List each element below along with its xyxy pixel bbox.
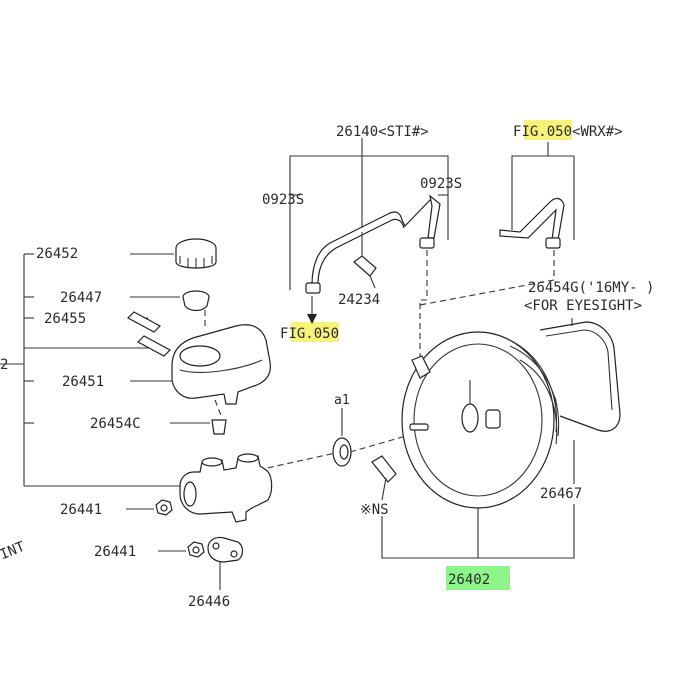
label-26451: 26451 xyxy=(62,374,104,390)
highlight-fig-top xyxy=(524,120,572,140)
bracket-26140 xyxy=(289,138,449,290)
label-26446: 26446 xyxy=(188,594,230,610)
label-26441-a: 26441 xyxy=(60,502,102,518)
label-0923s-right: 0923S xyxy=(420,176,462,192)
label-ns: ※NS xyxy=(360,502,389,518)
sensor-26455 xyxy=(127,311,171,357)
label-edge-left: 2 xyxy=(0,357,8,373)
bracket-26454g xyxy=(539,318,621,432)
dashed-guides xyxy=(204,250,555,471)
clip-24234 xyxy=(353,232,377,289)
label-a1: a1 xyxy=(334,393,350,408)
label-24234: 24234 xyxy=(338,292,380,308)
gasket-26446 xyxy=(207,536,244,590)
nut-26441-a xyxy=(126,499,173,516)
label-0923s-left: 0923S xyxy=(262,192,304,208)
master-cylinder xyxy=(179,453,273,523)
label-26454g-line2: <FOR EYESIGHT> xyxy=(524,298,642,314)
label-26467: 26467 xyxy=(540,486,582,502)
strainer-26447 xyxy=(182,290,210,312)
label-26140: 26140<STI#> xyxy=(336,124,429,140)
vacuum-hose-left xyxy=(305,194,441,294)
bracket-left xyxy=(0,253,210,487)
check-valve-ns xyxy=(371,455,397,501)
reservoir-tank-26451 xyxy=(171,324,271,405)
grommet-26454c xyxy=(211,419,227,435)
label-fig-top: FIG.050<WRX#> xyxy=(513,124,623,140)
seal-a1 xyxy=(332,408,352,467)
highlight-26402 xyxy=(446,566,510,590)
nut-26441-b xyxy=(158,541,205,558)
label-edge-bottom: INT xyxy=(0,539,28,564)
leader-lines-booster xyxy=(381,440,575,559)
label-26447: 26447 xyxy=(60,290,102,306)
label-26441-b: 26441 xyxy=(94,544,136,560)
highlight-fig-mid xyxy=(291,322,339,342)
reservoir-cap xyxy=(175,238,217,269)
label-26402: 26402 xyxy=(448,572,490,588)
label-26452: 26452 xyxy=(36,246,78,262)
vacuum-hose-right xyxy=(499,142,575,249)
label-26454g-line1: 26454G('16MY- ) xyxy=(528,280,654,296)
label-26454c: 26454C xyxy=(90,416,141,432)
arrow-fig-mid xyxy=(307,296,317,324)
label-26455: 26455 xyxy=(44,311,86,327)
label-fig-mid: FIG.050 xyxy=(280,326,339,342)
